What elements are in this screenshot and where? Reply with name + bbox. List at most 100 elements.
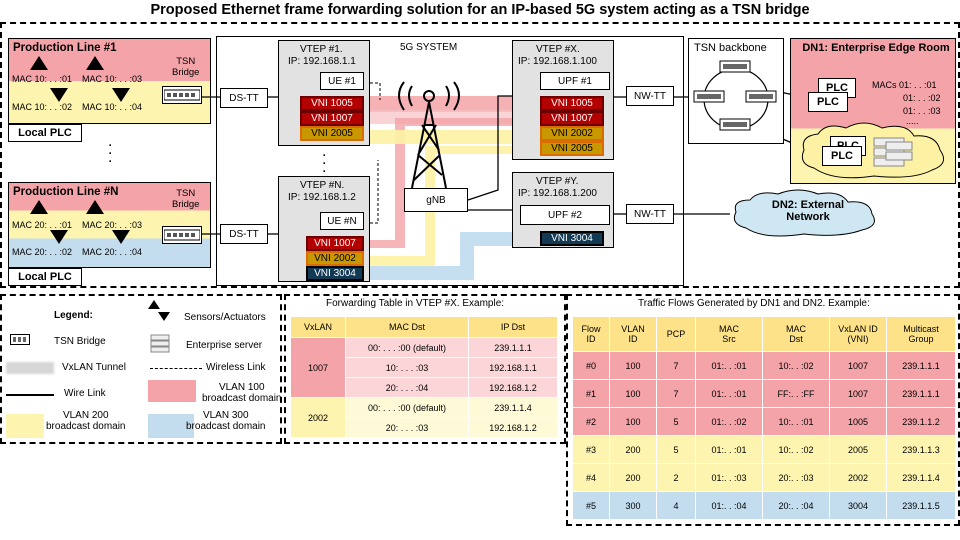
- flows-cell: 10:. . :02: [762, 351, 830, 380]
- tsn-bridge-icon: [162, 226, 202, 244]
- flows-header-cell: MAC Dst: [762, 316, 830, 352]
- fwd-cell: 10: . . . :03: [345, 357, 469, 378]
- production-line-1: [8, 38, 211, 124]
- gnb-tower-icon: [398, 81, 460, 189]
- legend-v300: VLAN 300 broadcast domain: [186, 410, 266, 432]
- legend-sensor-icon: [148, 300, 160, 309]
- legend-v100-swatch: [148, 380, 196, 402]
- flows-cell: 01:. . :01: [695, 379, 763, 408]
- legend-server-icon: [150, 334, 170, 353]
- sensor-icon: [86, 200, 104, 214]
- flows-cell: #3: [572, 435, 610, 464]
- fwd-vxlan-cell: 1007: [290, 337, 346, 398]
- tsn-backbone-label: TSN backbone: [694, 42, 767, 54]
- pln-bridge-label: TSN Bridge: [172, 188, 200, 210]
- flows-cell: 239.1.1.1: [886, 351, 956, 380]
- vni-tag: VNI 2005: [300, 126, 364, 141]
- nw-tt-2: NW-TT: [626, 204, 674, 224]
- vtep-y-ip: IP: 192.168.1.200: [518, 188, 597, 199]
- wireless-link-n: [365, 160, 379, 224]
- fwd-cell: 20: . . . :04: [345, 377, 469, 398]
- dn1-mac-2: 01: . . :03: [903, 106, 941, 116]
- legend-actuator-icon: [158, 312, 170, 321]
- fwd-header-cell: IP Dst: [468, 316, 558, 338]
- ue-1: UE #1: [320, 72, 364, 90]
- dn1-mac-1: 01: . . :02: [903, 93, 941, 103]
- dn1-title: DN1: Enterprise Edge Room: [802, 42, 950, 54]
- tsn-backbone-icon: [693, 60, 777, 131]
- flows-cell: 20:. . :03: [762, 463, 830, 492]
- vni-tag: VNI 1007: [540, 111, 604, 126]
- dn2-label: DN2: External Network: [771, 199, 845, 223]
- fwd-cell: 00: . . . :00 (default): [345, 397, 469, 418]
- legend-box: [0, 294, 282, 444]
- flows-cell: 3004: [829, 491, 887, 520]
- legend-wireless: Wireless Link: [206, 362, 266, 373]
- vni-tag: VNI 1005: [300, 96, 364, 111]
- ds-tt-1: DS-TT: [220, 88, 268, 108]
- actuator-icon: [50, 230, 68, 244]
- flows-cell: 200: [609, 435, 657, 464]
- pl1-mac-2: MAC 10: . . :03: [82, 74, 143, 84]
- ue-n: UE #N: [320, 212, 364, 230]
- vtep-n-name: VTEP #N.: [300, 180, 345, 191]
- pl1-mac-4: MAC 10: . . :04: [82, 102, 143, 112]
- flows-cell: 100: [609, 379, 657, 408]
- pln-mac-4: MAC 20: . . :04: [82, 247, 143, 257]
- flows-cell: 01:. . :01: [695, 435, 763, 464]
- vni-tag: VNI 1005: [540, 96, 604, 111]
- flows-cell: 100: [609, 407, 657, 436]
- tsn-bridge-icon: [162, 86, 202, 104]
- flows-cell: #1: [572, 379, 610, 408]
- flows-header-cell: VxLAN ID (VNI): [829, 316, 887, 352]
- upf-1: UPF #1: [540, 72, 610, 90]
- vni-tag: VNI 1007: [300, 111, 364, 126]
- flows-cell: 01:. . :03: [695, 463, 763, 492]
- flows-cell: 239.1.1.4: [886, 463, 956, 492]
- dn1-plc-2: PLC: [822, 146, 862, 166]
- vni-tag: VNI 2005: [540, 141, 604, 156]
- legend-v300-swatch: [148, 414, 194, 438]
- legend-v200: VLAN 200 broadcast domain: [46, 410, 126, 432]
- sensor-icon: [30, 200, 48, 214]
- 5g-system-label: 5G SYSTEM: [400, 42, 458, 53]
- actuator-icon: [112, 230, 130, 244]
- gnb-box: gNB: [404, 188, 468, 212]
- vxlan-tunnel-yellow: [365, 130, 545, 144]
- fwd-cell: 192.168.1.1: [468, 357, 558, 378]
- legend-sensors: Sensors/Actuators: [184, 312, 266, 323]
- fwd-header-cell: VxLAN: [290, 316, 346, 338]
- flows-table-box: [566, 294, 960, 526]
- flows-cell: 7: [656, 379, 696, 408]
- legend-vxlan: VxLAN Tunnel: [62, 362, 126, 373]
- vtep-n-ip: IP: 192.168.1.2: [288, 192, 356, 203]
- actuator-icon: [112, 88, 130, 102]
- vni-tag: VNI 1007: [306, 236, 364, 251]
- legend-wire-line: [6, 394, 54, 396]
- pln-mac-3: MAC 20: . . :02: [12, 247, 73, 257]
- legend-v100: VLAN 100 broadcast domain: [202, 382, 282, 404]
- fwd-cell: 20: . . . :03: [345, 417, 469, 438]
- flows-cell: 01:. . :04: [695, 491, 763, 520]
- flows-cell: 5: [656, 435, 696, 464]
- enterprise-server-icon: [873, 137, 913, 167]
- flows-cell: 239.1.1.2: [886, 407, 956, 436]
- nw-tt-1: NW-TT: [626, 86, 674, 106]
- flows-cell: 2: [656, 463, 696, 492]
- flows-header-cell: Flow ID: [572, 316, 610, 352]
- fwd-vxlan-cell: 2002: [290, 397, 346, 438]
- flows-cell: 239.1.1.5: [886, 491, 956, 520]
- vtep-x-name: VTEP #X.: [536, 44, 580, 55]
- legend-tsn-bridge: TSN Bridge: [54, 336, 106, 347]
- flows-header-cell: VLAN ID: [609, 316, 657, 352]
- vtep-1-ip: IP: 192.168.1.1: [288, 56, 356, 67]
